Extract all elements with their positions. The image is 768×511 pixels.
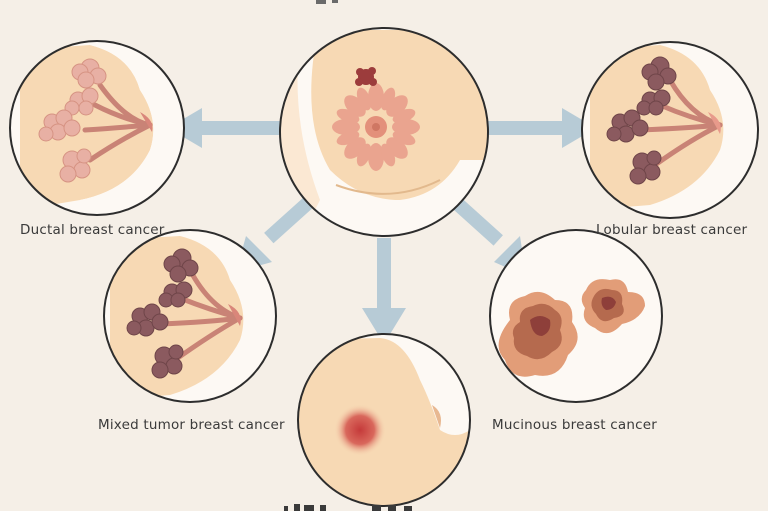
lobules-mixed <box>126 248 199 379</box>
label-mucinous: Mucinous breast cancer <box>492 417 658 433</box>
bottom-label-fragment <box>284 504 412 511</box>
arrows <box>168 108 596 344</box>
arrow-to-mixed <box>264 190 322 244</box>
inflammatory-lesion <box>334 404 386 456</box>
label-lobular: Lobular breast cancer <box>596 222 748 238</box>
ductal-circle <box>9 40 185 216</box>
arrow-to-inflammatory <box>362 238 406 344</box>
arrow-to-mucinous <box>447 193 503 246</box>
small-tumor <box>355 67 377 86</box>
inflammatory-circle <box>297 333 471 507</box>
mucinous-tumor-small <box>581 279 645 334</box>
lobular-circle <box>581 41 759 219</box>
mucinous-circle <box>489 229 663 403</box>
label-ductal: Ductal breast cancer <box>20 222 165 238</box>
lobules <box>38 58 107 183</box>
title-fragment <box>316 0 338 4</box>
lobules <box>606 56 677 185</box>
mucinous-tumor-large <box>498 291 578 377</box>
label-mixed: Mixed tumor breast cancer <box>98 417 285 433</box>
lobule-ring <box>332 83 420 171</box>
mixed-circle <box>103 229 277 403</box>
ducts <box>82 82 153 163</box>
arrow-to-lobular <box>488 108 596 148</box>
